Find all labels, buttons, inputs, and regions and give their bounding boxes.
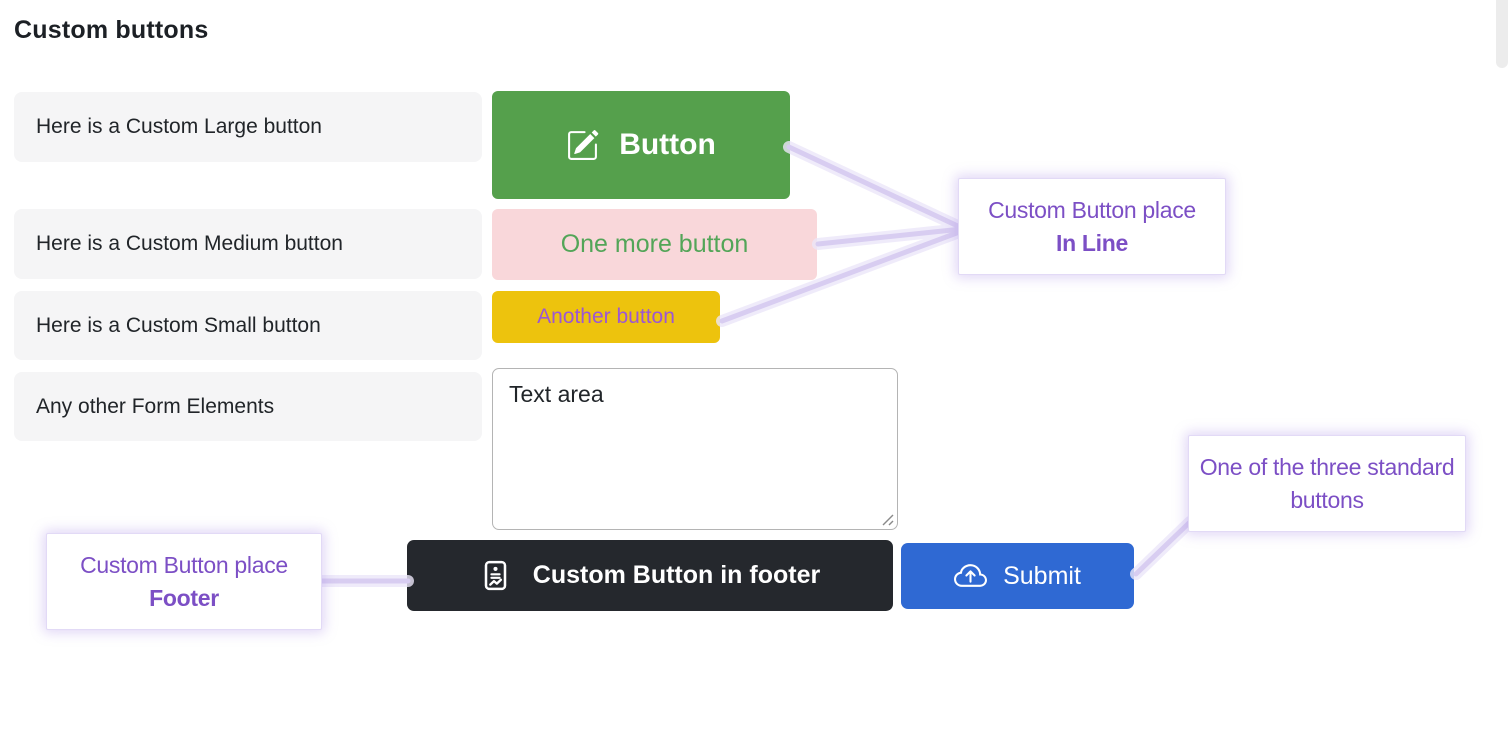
custom-small-button[interactable]: Another button (492, 291, 720, 343)
page-title: Custom buttons (14, 16, 209, 44)
label-other-form-elements: Any other Form Elements (14, 372, 482, 441)
custom-medium-button-label: One more button (560, 230, 749, 258)
annotation-standard-text: One of the three standard buttons (1199, 454, 1455, 513)
annotation-inline-line1: Custom Button place (988, 197, 1196, 224)
custom-small-button-label: Another button (537, 305, 675, 328)
label-custom-medium-button: Here is a Custom Medium button (14, 209, 482, 279)
annotation-inline-placement: Custom Button place In Line (958, 178, 1226, 275)
annotation-inline-line2: In Line (1055, 229, 1128, 256)
textarea-container: Text area (492, 368, 898, 530)
label-custom-large-button: Here is a Custom Large button (14, 92, 482, 162)
label-custom-small-button: Here is a Custom Small button (14, 291, 482, 360)
custom-medium-button[interactable]: One more button (492, 209, 817, 280)
custom-footer-button-label: Custom Button in footer (532, 561, 821, 589)
form-textarea[interactable]: Text area (492, 368, 898, 530)
custom-large-button-label: Button (619, 128, 716, 161)
submit-button-label: Submit (1003, 561, 1081, 590)
annotation-footer-line1: Custom Button place (80, 552, 288, 579)
annotation-footer-line2: Footer (149, 584, 219, 611)
cloud-upload-icon (954, 560, 988, 593)
scrollbar-thumb[interactable] (1496, 0, 1508, 68)
annotation-footer-placement: Custom Button place Footer (46, 533, 322, 630)
annotation-standard-buttons: One of the three standard buttons (1188, 435, 1466, 532)
document-report-icon (480, 560, 511, 591)
custom-large-button[interactable]: Button (492, 91, 790, 199)
submit-button[interactable]: Submit (901, 543, 1134, 609)
custom-footer-button[interactable]: Custom Button in footer (407, 540, 893, 611)
pencil-square-icon (566, 129, 599, 162)
